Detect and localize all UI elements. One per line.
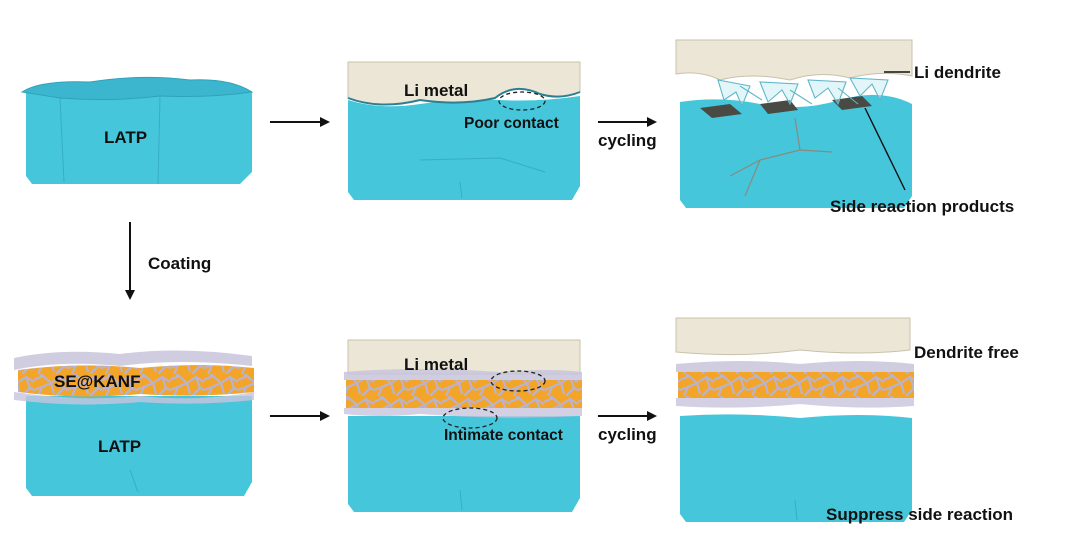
latp-block-6 xyxy=(680,414,912,522)
li-metal-slab-6 xyxy=(675,317,911,356)
latp-block-2 xyxy=(348,96,580,200)
latp-block-4 xyxy=(26,396,252,496)
li-metal-label-1: Li metal xyxy=(404,81,468,100)
panel-dendrite-free: Dendrite free Suppress side reaction xyxy=(675,317,1019,524)
latp-block-1 xyxy=(20,76,254,185)
cycling-label-1: cycling xyxy=(598,131,657,150)
panel-intimate-contact: Li metal Intimate contact xyxy=(344,339,582,512)
li-metal-slab-2 xyxy=(347,61,581,106)
side-reaction-products-label: Side reaction products xyxy=(830,197,1014,216)
li-dendrite-label: Li dendrite xyxy=(914,63,1001,82)
suppress-side-reaction-label: Suppress side reaction xyxy=(826,505,1013,524)
side-reaction-products xyxy=(700,96,872,118)
latp-label-2: LATP xyxy=(98,437,141,456)
latp-label-1: LATP xyxy=(104,128,147,147)
se-kanf-layer-5 xyxy=(344,369,582,418)
panel-coated-latp: SE@KANF LATP xyxy=(14,350,254,496)
panel-poor-contact: Li metal Poor contact xyxy=(347,61,581,200)
side-products-pointer xyxy=(864,107,906,191)
poor-contact-label: Poor contact xyxy=(464,115,559,132)
li-dendrites xyxy=(717,77,889,108)
se-kanf-label: SE@KANF xyxy=(54,372,140,391)
intimate-contact-highlight-bottom xyxy=(442,407,498,429)
intimate-contact-label: Intimate contact xyxy=(444,427,563,444)
intimate-contact-highlight-top xyxy=(490,370,546,392)
li-metal-slab-3 xyxy=(675,39,913,81)
cycling-label-2: cycling xyxy=(598,425,657,444)
latp-block-3 xyxy=(680,94,912,208)
panel-latp-bare: LATP xyxy=(20,76,254,185)
se-kanf-layer-4 xyxy=(14,350,254,405)
coating-label: Coating xyxy=(148,254,211,273)
poor-contact-highlight xyxy=(498,91,546,111)
li-metal-label-2: Li metal xyxy=(404,355,468,374)
latp-block-5 xyxy=(348,416,580,512)
panel-dendrite: Li dendrite Side reaction products xyxy=(675,39,1014,216)
se-kanf-layer-6 xyxy=(676,361,914,408)
dendrite-free-label: Dendrite free xyxy=(914,343,1019,362)
